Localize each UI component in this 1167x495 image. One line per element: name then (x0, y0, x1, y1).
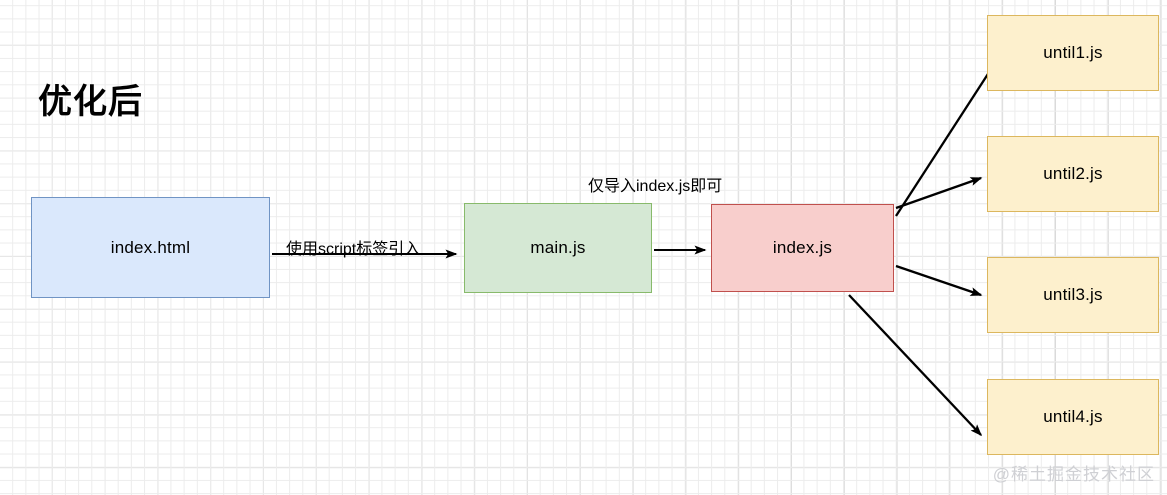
node-main-js-label: main.js (530, 238, 586, 257)
node-until2-js-label: until2.js (1043, 164, 1103, 183)
edge-index-js-to-until3 (895, 264, 983, 297)
node-until1-js[interactable]: until1.js (987, 15, 1159, 91)
node-until2-js[interactable]: until2.js (987, 136, 1159, 212)
edge-index-js-to-until2 (895, 176, 983, 210)
node-index-html[interactable]: index.html (31, 197, 270, 298)
node-index-js[interactable]: index.js (711, 204, 894, 292)
node-until3-js-label: until3.js (1043, 285, 1103, 304)
edge-label-import-index-js: 仅导入index.js即可 (588, 178, 723, 195)
page-title: 优化后 (38, 83, 143, 121)
edge-label-use-script-tag: 使用script标签引入 (286, 241, 421, 258)
node-index-js-label: index.js (772, 238, 833, 257)
edge-index-js-to-until1 (895, 58, 998, 217)
node-until4-js[interactable]: until4.js (987, 379, 1159, 455)
node-until4-js-label: until4.js (1043, 407, 1103, 426)
watermark: @稀土掘金技术社区 (992, 465, 1155, 484)
node-until3-js[interactable]: until3.js (987, 257, 1159, 333)
node-index-html-label: index.html (110, 237, 191, 257)
edge-index-js-to-until4 (848, 294, 983, 437)
node-until1-js-label: until1.js (1043, 43, 1103, 62)
node-main-js[interactable]: main.js (464, 203, 652, 293)
